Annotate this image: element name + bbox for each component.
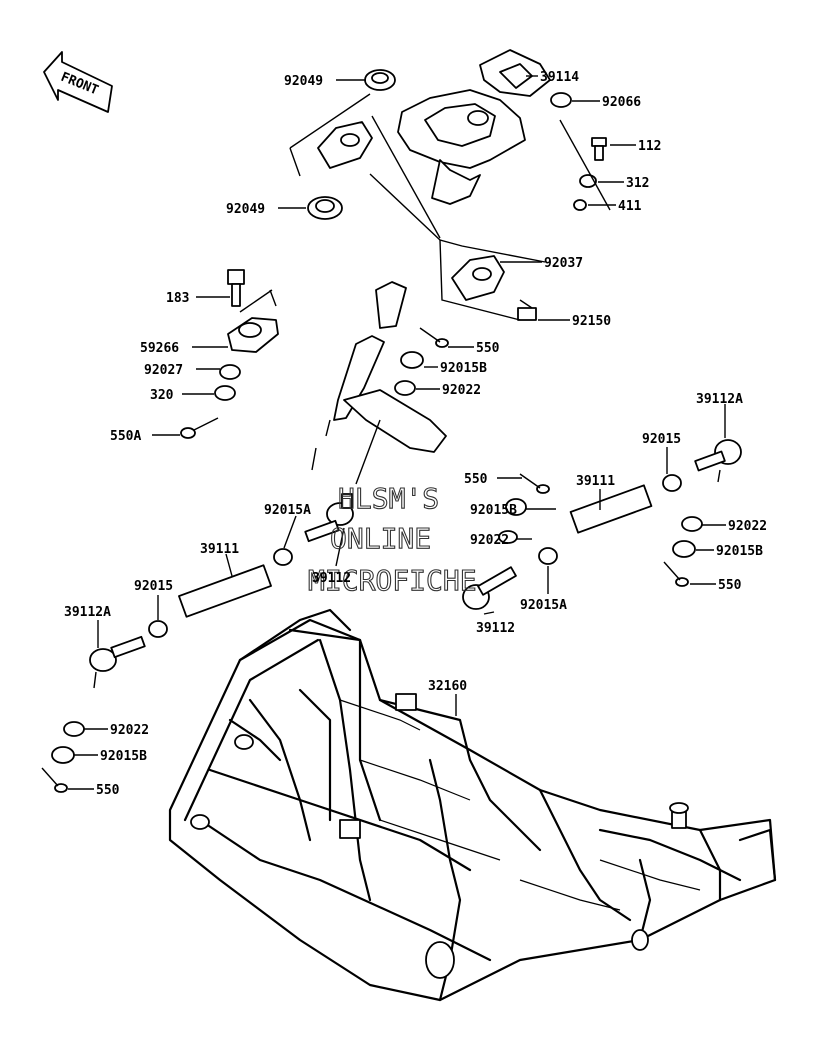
cotter-pin-550-right-top xyxy=(519,473,550,494)
watermark-line-2: ONLINE xyxy=(330,522,431,555)
callout-92015A-left: 92015A xyxy=(264,503,311,518)
callout-92022-right: 92022 xyxy=(728,519,767,534)
washer-92022-left xyxy=(63,721,85,737)
callout-183: 183 xyxy=(166,291,189,306)
bolt-92150 xyxy=(517,299,537,321)
watermark: HLSM'S ONLINE MICROFICHE xyxy=(307,481,477,597)
cotter-pin-550-left xyxy=(41,767,68,793)
callout-320: 320 xyxy=(150,388,174,403)
callout-92066: 92066 xyxy=(602,95,641,110)
bushing-lower xyxy=(307,196,343,220)
nut-92015B-mid xyxy=(505,498,527,516)
callout-59266: 59266 xyxy=(140,341,179,356)
callout-39111-left: 39111 xyxy=(200,542,239,557)
nut-92015B-center xyxy=(400,351,424,369)
clamp-lower xyxy=(451,255,505,301)
leader-lines xyxy=(68,75,726,790)
callout-92037: 92037 xyxy=(544,256,583,271)
cotter-pin-550-center xyxy=(419,327,449,348)
callout-92015B-right: 92015B xyxy=(716,544,763,559)
nut-320 xyxy=(214,385,236,401)
bolt-112 xyxy=(591,137,607,161)
callout-92022-mid: 92022 xyxy=(470,533,509,548)
callout-39111-right: 39111 xyxy=(576,474,615,489)
callout-39112A-right: 39112A xyxy=(696,392,743,407)
callout-550-right: 550 xyxy=(718,578,742,593)
cap-92066 xyxy=(550,92,572,108)
nut-92015-right xyxy=(662,474,682,492)
watermark-line-3: MICROFICHE xyxy=(308,564,477,597)
nut-92015B-left xyxy=(51,746,75,764)
callout-92022-left: 92022 xyxy=(110,723,149,738)
callout-92015B-center: 92015B xyxy=(440,361,487,376)
washer-92022-center xyxy=(394,380,416,396)
callout-92015-right: 92015 xyxy=(642,432,681,447)
callout-39112-left: 39112 xyxy=(312,571,351,586)
callout-92022-center: 92022 xyxy=(442,383,481,398)
cotter-pin-550-right xyxy=(663,561,689,587)
shaft-holder-59266 xyxy=(227,289,279,353)
bushing-upper xyxy=(364,69,396,91)
washer-92022-mid xyxy=(498,530,518,544)
callout-550-left: 550 xyxy=(96,783,120,798)
callout-550-center: 550 xyxy=(476,341,500,356)
callout-411: 411 xyxy=(618,199,642,214)
tie-rod-39111-right xyxy=(569,484,653,534)
callout-550A: 550A xyxy=(110,429,141,444)
nut-92015B-right xyxy=(672,540,696,558)
callout-39112-right: 39112 xyxy=(476,621,515,636)
callout-92015-left: 92015 xyxy=(134,579,173,594)
callout-92015B-mid: 92015B xyxy=(470,503,517,518)
front-arrow-icon: FRONT xyxy=(43,51,113,113)
bolt-183 xyxy=(227,269,245,307)
nut-92015A-left xyxy=(273,548,293,566)
tie-rod-39111-left xyxy=(178,564,272,618)
callout-550-mid: 550 xyxy=(464,472,488,487)
callout-92015A-right: 92015A xyxy=(520,598,567,613)
callout-92049-upper: 92049 xyxy=(284,74,323,89)
nut-92015A-right xyxy=(538,547,558,565)
tie-rod-end-39112A-left xyxy=(89,635,146,689)
callout-92015B-left: 92015B xyxy=(100,749,147,764)
steering-shaft xyxy=(311,281,447,485)
callout-39112A-left: 39112A xyxy=(64,605,111,620)
callout-92049-lower: 92049 xyxy=(226,202,265,217)
washer-411 xyxy=(573,199,587,211)
watermark-line-1: HLSM'S xyxy=(338,482,439,515)
callout-312: 312 xyxy=(626,176,649,191)
nut-92015-left xyxy=(148,620,168,638)
handlebar-holder xyxy=(397,49,551,205)
callout-32160: 32160 xyxy=(428,679,467,694)
callout-112: 112 xyxy=(638,139,661,154)
frame-32160 xyxy=(168,608,777,1002)
washer-92027 xyxy=(219,364,241,380)
callout-labels: 92049 39114 92066 112 312 411 92049 9203… xyxy=(64,70,767,798)
tie-rod-end-39112-left xyxy=(304,493,354,543)
clamp-upper xyxy=(317,121,373,169)
callout-92027: 92027 xyxy=(144,363,183,378)
tie-rod-end-39112A-right xyxy=(694,439,742,483)
cotter-pin-550A xyxy=(180,417,219,439)
callout-92150: 92150 xyxy=(572,314,611,329)
washer-92022-right xyxy=(681,516,703,532)
tie-rod-end-39112-right xyxy=(462,566,517,610)
callout-39114: 39114 xyxy=(540,70,579,85)
